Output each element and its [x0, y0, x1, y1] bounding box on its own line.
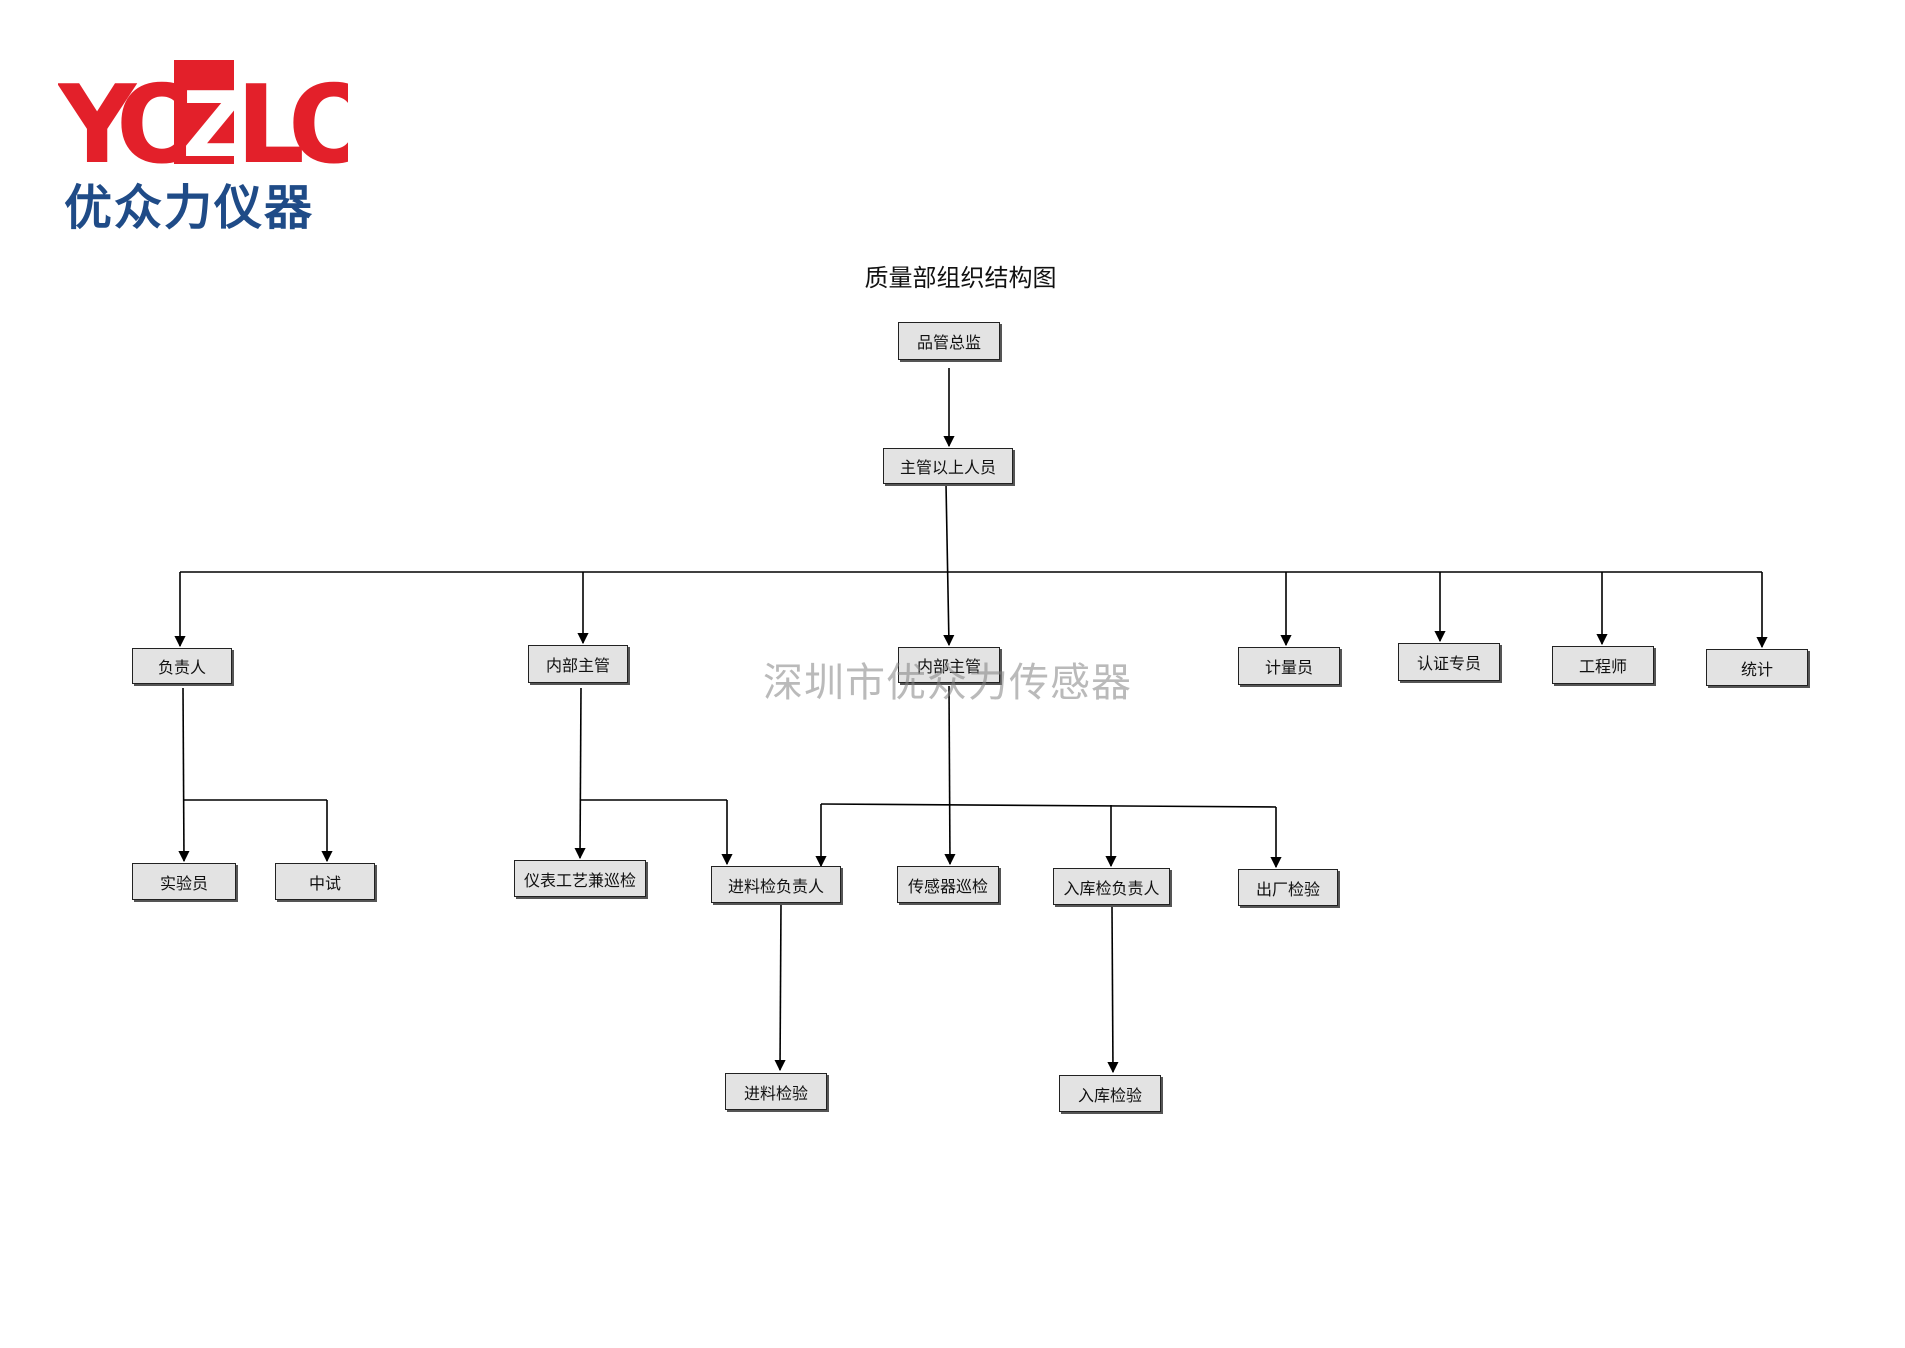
node-incoming-inspection-label: 进料检验 — [743, 1083, 808, 1103]
yozlo-logo-mark: Y O Z L O — [58, 60, 348, 170]
edge-lead-down — [178, 687, 190, 863]
edge-incoming-lead-inspection — [774, 903, 786, 1072]
chart-title: 质量部组织结构图 — [0, 258, 1905, 293]
node-director: 品管总监 — [898, 322, 1000, 360]
node-incoming-inspection: 进料检验 — [725, 1073, 827, 1110]
node-sensor-patrol: 传感器巡检 — [897, 866, 999, 903]
logo-letter-y: Y — [58, 63, 138, 170]
company-logo: Y O Z L O 优众力仪器 — [58, 58, 348, 236]
node-pilot-test-label: 中试 — [308, 873, 341, 893]
logo-subtitle: 优众力仪器 — [64, 180, 315, 236]
node-warehouse-lead-label: 入库检负责人 — [1063, 878, 1160, 898]
edge-internal-b-down — [944, 685, 956, 866]
logo-letter-l: L — [236, 63, 305, 170]
node-metrologist: 计量员 — [1238, 647, 1340, 685]
node-metrologist-label: 计量员 — [1264, 658, 1313, 677]
node-instrument-patrol-label: 仪表工艺兼巡检 — [523, 870, 636, 890]
node-statistics-label: 统计 — [1740, 659, 1773, 679]
node-lead-label: 负责人 — [157, 658, 206, 677]
node-outgoing-inspection-label: 出厂检验 — [1255, 879, 1320, 899]
logo-z-block — [174, 60, 234, 164]
node-internal-mgr-b: 内部主管 — [898, 647, 1000, 683]
logo-letter-z: Z — [182, 73, 247, 170]
node-warehouse-inspection-label: 入库检验 — [1077, 1085, 1142, 1105]
node-director-label: 品管总监 — [916, 333, 981, 352]
edge-supervisors-internal-b — [943, 483, 955, 647]
edge-warehouse-lead-inspection — [1107, 906, 1119, 1074]
node-sensor-patrol-label: 传感器巡检 — [907, 876, 988, 896]
watermark: 深圳市优众力传感器 — [763, 660, 1132, 706]
bus-internal-b — [820, 803, 1277, 808]
node-lead: 负责人 — [132, 648, 232, 684]
node-internal-mgr-b-label: 内部主管 — [916, 657, 981, 676]
node-statistics: 统计 — [1706, 649, 1808, 686]
node-warehouse-lead: 入库检负责人 — [1053, 868, 1170, 905]
node-cert-specialist: 认证专员 — [1398, 643, 1500, 681]
node-lab-tech-label: 实验员 — [159, 873, 208, 893]
node-supervisors-label: 主管以上人员 — [899, 458, 996, 477]
node-pilot-test: 中试 — [275, 863, 375, 900]
node-outgoing-inspection: 出厂检验 — [1238, 869, 1338, 906]
node-cert-specialist-label: 认证专员 — [1416, 654, 1481, 673]
node-warehouse-inspection: 入库检验 — [1059, 1075, 1161, 1112]
node-lab-tech: 实验员 — [132, 863, 236, 900]
node-engineer-label: 工程师 — [1578, 657, 1627, 676]
logo-letter-o2: O — [288, 63, 348, 170]
node-internal-mgr-a-label: 内部主管 — [545, 656, 610, 675]
node-engineer: 工程师 — [1552, 646, 1654, 684]
node-supervisors: 主管以上人员 — [883, 448, 1013, 484]
node-instrument-patrol: 仪表工艺兼巡检 — [514, 860, 646, 897]
node-incoming-lead: 进料检负责人 — [711, 866, 841, 903]
chart-title-text: 质量部组织结构图 — [864, 264, 1057, 292]
node-incoming-lead-label: 进料检负责人 — [727, 876, 824, 896]
node-internal-mgr-a: 内部主管 — [528, 645, 628, 683]
edge-internal-a-down — [574, 687, 586, 860]
